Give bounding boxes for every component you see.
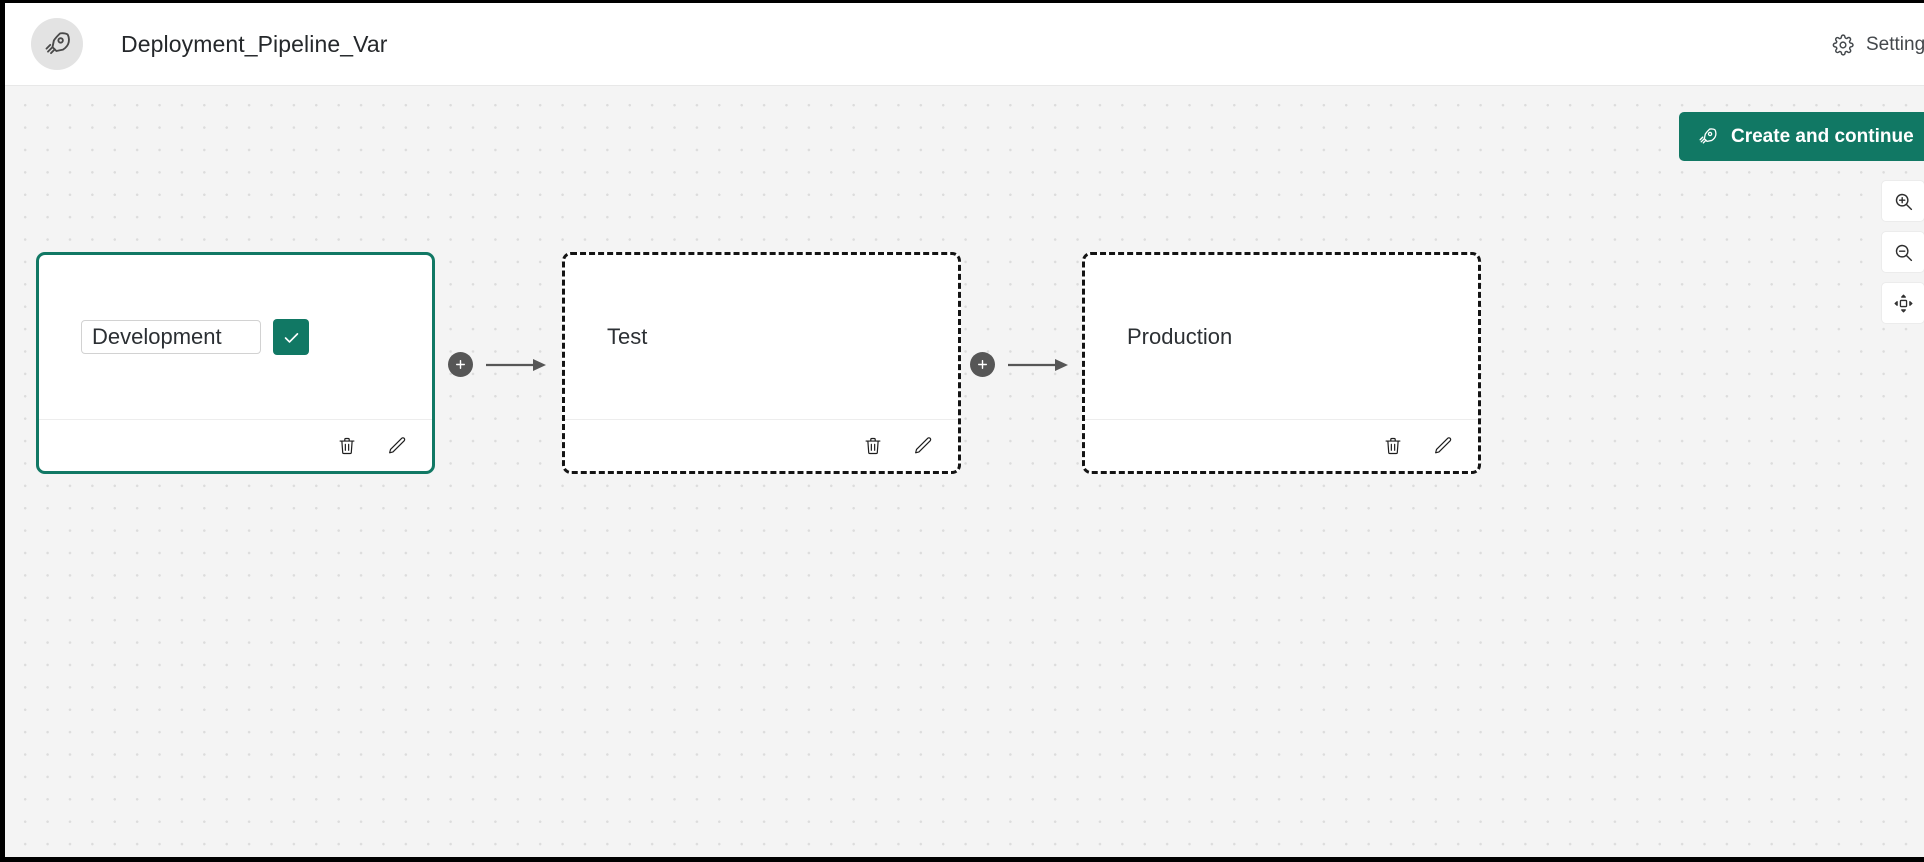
pencil-icon xyxy=(389,436,406,453)
delete-stage-button[interactable] xyxy=(1377,430,1409,462)
check-icon xyxy=(284,332,298,343)
header-right-group: Settings xyxy=(1832,3,1924,86)
arrow-right-icon xyxy=(1008,357,1070,373)
zoom-out-button[interactable] xyxy=(1881,231,1924,273)
arrow-right-icon xyxy=(486,357,548,373)
node-footer xyxy=(39,419,432,471)
pipeline-node-test[interactable]: Test xyxy=(562,252,961,474)
app-header: Deployment_Pipeline_Var Settings xyxy=(5,3,1924,86)
trash-icon xyxy=(339,437,355,454)
plus-icon xyxy=(456,360,465,369)
zoom-controls xyxy=(1881,180,1924,324)
zoom-in-button[interactable] xyxy=(1881,180,1924,222)
trash-icon xyxy=(1385,437,1401,454)
edit-stage-button[interactable] xyxy=(1427,430,1459,462)
fit-screen-icon xyxy=(1894,294,1912,312)
header-left-group: Deployment_Pipeline_Var xyxy=(5,18,388,70)
add-stage-button[interactable] xyxy=(448,352,473,377)
rocket-icon xyxy=(1699,128,1717,144)
node-label: Production xyxy=(1127,324,1233,349)
settings-label: Settings xyxy=(1866,33,1924,55)
zoom-out-icon xyxy=(1895,244,1912,261)
fit-to-screen-button[interactable] xyxy=(1881,282,1924,324)
connector-development-test xyxy=(448,352,548,377)
edit-stage-button[interactable] xyxy=(381,430,413,462)
delete-stage-button[interactable] xyxy=(331,430,363,462)
add-stage-button[interactable] xyxy=(970,352,995,377)
node-footer xyxy=(1085,419,1478,471)
delete-stage-button[interactable] xyxy=(857,430,889,462)
pipeline-node-development[interactable] xyxy=(36,252,435,474)
node-body xyxy=(39,255,432,419)
edit-stage-button[interactable] xyxy=(907,430,939,462)
create-and-continue-button[interactable]: Create and continue xyxy=(1679,112,1924,161)
node-footer xyxy=(565,419,958,471)
node-body: Production xyxy=(1085,255,1478,419)
node-name-edit-row xyxy=(81,319,309,355)
zoom-in-icon xyxy=(1895,193,1912,210)
settings-button[interactable]: Settings xyxy=(1832,34,1924,56)
create-and-continue-label: Create and continue xyxy=(1731,125,1914,147)
pipeline-canvas[interactable]: Create and continue xyxy=(5,86,1924,857)
pipeline-node-production[interactable]: Production xyxy=(1082,252,1481,474)
node-body: Test xyxy=(565,255,958,419)
pencil-icon xyxy=(1435,436,1452,453)
gear-icon xyxy=(1832,33,1854,56)
pencil-icon xyxy=(915,436,932,453)
node-label: Test xyxy=(607,324,648,349)
trash-icon xyxy=(865,437,881,454)
rocket-icon xyxy=(31,18,83,70)
page-title: Deployment_Pipeline_Var xyxy=(121,30,388,57)
plus-icon xyxy=(978,360,987,369)
confirm-stage-name-button[interactable] xyxy=(273,319,309,355)
connector-test-production xyxy=(970,352,1070,377)
stage-name-input[interactable] xyxy=(81,320,261,354)
